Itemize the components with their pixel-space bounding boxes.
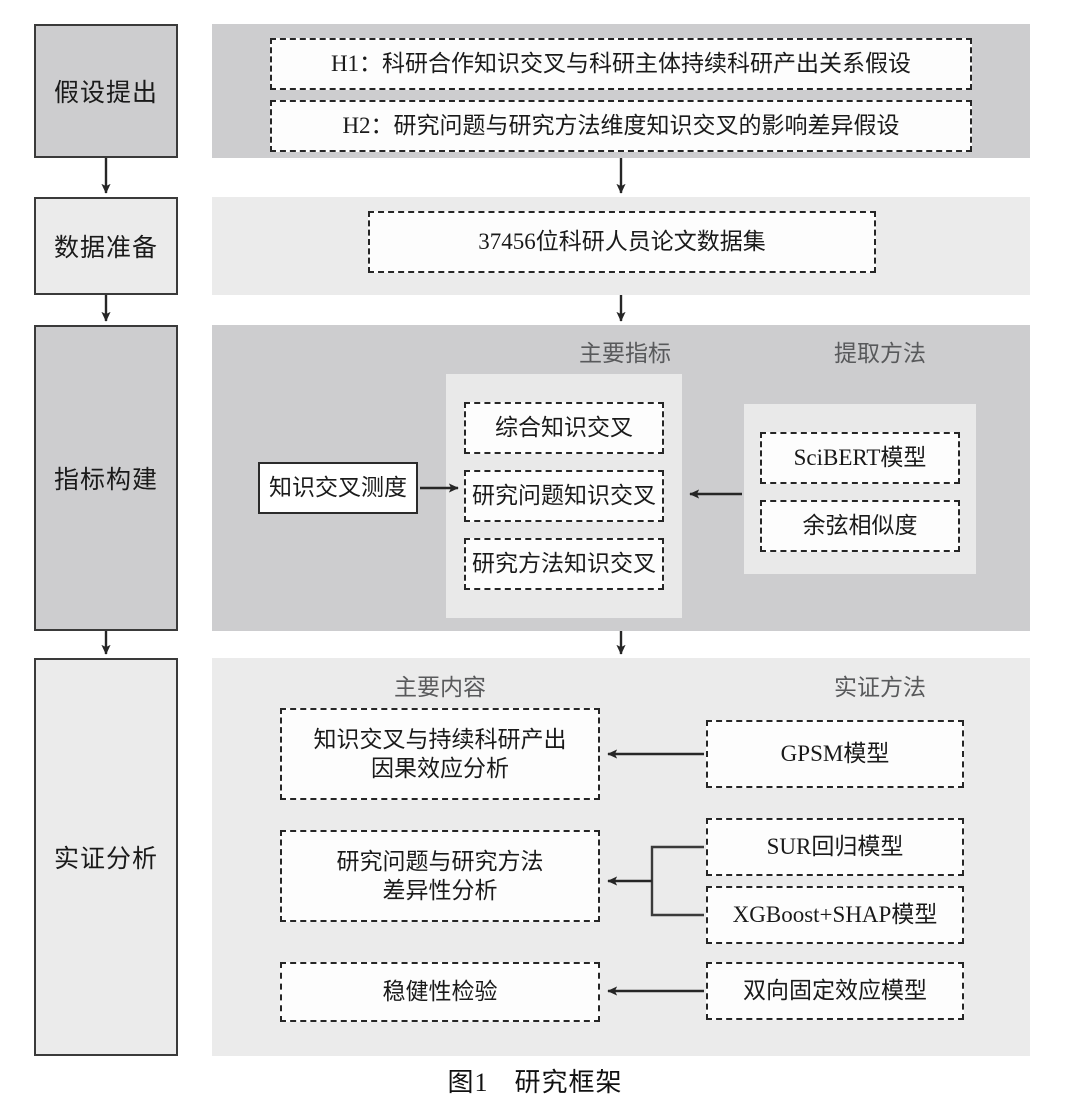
empirical-method-node-xgboost-shap[interactable]: XGBoost+SHAP模型 <box>706 886 964 944</box>
figure-caption-label: 图1 <box>447 1068 489 1097</box>
content-node-label: 知识交叉与持续科研产出 因果效应分析 <box>313 726 567 781</box>
hypothesis-node-h1-label: H1：科研合作知识交叉与科研主体持续科研产出关系假设 <box>330 51 912 77</box>
figure-caption-title: 研究框架 <box>514 1068 623 1097</box>
metric-node-label: 研究方法知识交叉 <box>472 551 656 577</box>
method-node-cosine[interactable]: 余弦相似度 <box>760 500 960 552</box>
column-header-main-metrics: 主要指标 <box>579 341 671 366</box>
metric-node-label: 综合知识交叉 <box>495 415 633 441</box>
stage-box-indicator[interactable]: 指标构建 <box>34 325 178 631</box>
content-node-robustness-check[interactable]: 稳健性检验 <box>280 962 600 1022</box>
data-node-dataset-label: 37456位科研人员论文数据集 <box>478 229 766 255</box>
hypothesis-node-h2[interactable]: H2：研究问题与研究方法维度知识交叉的影响差异假设 <box>270 100 972 152</box>
figure-caption: 图1 研究框架 <box>0 1062 1070 1099</box>
empirical-method-node-gpsm[interactable]: GPSM模型 <box>706 720 964 788</box>
empirical-method-node-label: SUR回归模型 <box>766 834 904 860</box>
stage-box-hypothesis[interactable]: 假设提出 <box>34 24 178 158</box>
method-node-label: 余弦相似度 <box>802 513 918 539</box>
stage-box-empirical[interactable]: 实证分析 <box>34 658 178 1056</box>
stage-label: 数据准备 <box>53 235 158 262</box>
method-node-scibert[interactable]: SciBERT模型 <box>760 432 960 484</box>
content-node-difference-analysis[interactable]: 研究问题与研究方法 差异性分析 <box>280 830 600 922</box>
content-node-causal-effect[interactable]: 知识交叉与持续科研产出 因果效应分析 <box>280 708 600 800</box>
column-header-main-content: 主要内容 <box>394 675 486 700</box>
indicator-source-box-label: 知识交叉测度 <box>269 475 407 501</box>
column-header-extraction-methods: 提取方法 <box>834 341 926 366</box>
empirical-method-node-label: XGBoost+SHAP模型 <box>732 902 938 928</box>
data-node-dataset[interactable]: 37456位科研人员论文数据集 <box>368 211 876 273</box>
stage-label: 指标构建 <box>53 467 158 494</box>
content-node-label: 稳健性检验 <box>382 979 498 1005</box>
empirical-method-node-label: GPSM模型 <box>780 741 890 767</box>
stage-label: 实证分析 <box>53 846 158 873</box>
metric-node-research-question[interactable]: 研究问题知识交叉 <box>464 470 664 522</box>
metric-node-label: 研究问题知识交叉 <box>472 483 656 509</box>
content-node-label: 研究问题与研究方法 差异性分析 <box>336 848 544 903</box>
indicator-source-box[interactable]: 知识交叉测度 <box>258 462 418 514</box>
hypothesis-node-h2-label: H2：研究问题与研究方法维度知识交叉的影响差异假设 <box>342 113 900 139</box>
stage-box-data[interactable]: 数据准备 <box>34 197 178 295</box>
stage-label: 假设提出 <box>53 80 158 107</box>
method-node-label: SciBERT模型 <box>793 445 927 471</box>
metric-node-comprehensive[interactable]: 综合知识交叉 <box>464 402 664 454</box>
hypothesis-node-h1[interactable]: H1：科研合作知识交叉与科研主体持续科研产出关系假设 <box>270 38 972 90</box>
empirical-method-node-two-way-fe[interactable]: 双向固定效应模型 <box>706 962 964 1020</box>
column-header-empirical-methods: 实证方法 <box>834 675 926 700</box>
empirical-method-node-label: 双向固定效应模型 <box>743 978 927 1004</box>
empirical-method-node-sur[interactable]: SUR回归模型 <box>706 818 964 876</box>
metric-node-research-method[interactable]: 研究方法知识交叉 <box>464 538 664 590</box>
